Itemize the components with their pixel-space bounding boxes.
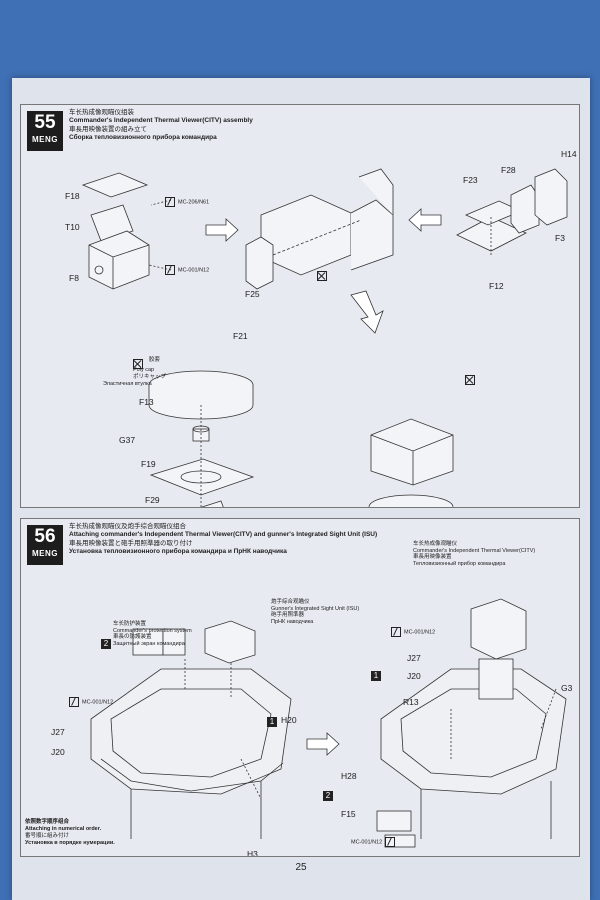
- brand-logo: MENG: [32, 549, 58, 558]
- part-label-g3: G3: [561, 683, 573, 693]
- isu-jp: 砲手用照準器: [271, 612, 305, 618]
- polycap-en: Poly cap: [133, 367, 155, 373]
- step-55-badge: 55 MENG: [27, 111, 63, 151]
- step-56-drawing: [90, 598, 567, 848]
- isu-ru: ПрНК наводчика: [271, 618, 314, 625]
- part-label-f29: F29: [145, 495, 160, 505]
- tool-icon: [385, 837, 396, 847]
- no-glue-icon: [317, 271, 327, 281]
- part-label-f15: F15: [341, 809, 356, 819]
- title-cn: 车长热成像观瞄仪组装: [69, 109, 134, 116]
- part-label-f13: F13: [139, 397, 154, 407]
- title-cn: 车长热成像观瞄仪及炮手综合观瞄仪组合: [69, 523, 186, 530]
- tool-mc206: MC-206/N61: [165, 197, 209, 207]
- title-jp: 車長用映像装置の組み立て: [69, 125, 147, 133]
- tool-mc001-b: MC-001/N12: [391, 627, 435, 637]
- step-number: 56: [34, 526, 56, 547]
- part-label-f21: F21: [233, 331, 248, 341]
- protection-label: 车长防护装置 Commander's protection system 車長の…: [113, 621, 192, 647]
- title-ru: Сборка тепловизионного прибора командира: [69, 134, 217, 142]
- part-f18-plate: [81, 172, 149, 198]
- part-label-j20-b: J20: [407, 671, 421, 681]
- title-en: Attaching commander's Independent Therma…: [69, 531, 378, 539]
- part-label-h14: H14: [561, 149, 577, 159]
- polycap-cn: 胶套: [149, 357, 161, 363]
- no-glue-icon: [465, 375, 475, 385]
- isu-label: 炮手综合观瞄仪 Gunner's Integrated Sight Unit (…: [271, 599, 359, 625]
- part-label-f28: F28: [501, 165, 516, 175]
- polycap-jp: ポリキャップ: [133, 374, 167, 380]
- step-56-titles: 车长热成像观瞄仪及炮手综合观瞄仪组合 Attaching commander's…: [69, 523, 377, 557]
- step-55-panel: 55 MENG 车长热成像观瞄仪组装 Commander's Independe…: [20, 104, 580, 508]
- step-55-drawing: [81, 168, 568, 507]
- step-56-badge: 56 MENG: [27, 525, 63, 565]
- part-label-h3: H3: [247, 849, 258, 857]
- protection-en: Commander's protection system: [113, 627, 192, 634]
- citv-label: 车长热成像观瞄仪 Commander's Independent Thermal…: [413, 541, 535, 567]
- tool-label: MC-206/N61: [178, 199, 210, 206]
- part-f8-box: [88, 230, 150, 290]
- part-label-f23: F23: [463, 175, 478, 185]
- part-label-f18: F18: [65, 191, 80, 201]
- part-label-f8: F8: [69, 273, 79, 283]
- legend-en: Attaching in numerical order.: [25, 826, 102, 832]
- title-jp: 車長用映像装置と砲手用照準器の取り付け: [69, 539, 193, 547]
- part-label-j27-b: J27: [407, 653, 421, 663]
- citv-ru: Тепловизионный прибор командира: [413, 560, 506, 567]
- citv-en: Commander's Independent Thermal Viewer(C…: [413, 547, 536, 554]
- order-number: 2: [323, 791, 333, 801]
- tool-icon: [69, 697, 79, 707]
- citv-cn: 车长热成像观瞄仪: [413, 541, 458, 547]
- no-glue-icon: [133, 359, 143, 369]
- citv-jp: 車長用映像装置: [413, 554, 452, 560]
- part-label-j27: J27: [51, 727, 65, 737]
- part-label-r13: R13: [403, 697, 419, 707]
- part-label-f3: F3: [555, 233, 565, 243]
- step-number: 55: [34, 112, 56, 133]
- title-en: Commander's Independent Thermal Viewer(C…: [69, 117, 253, 125]
- part-label-h20: H20: [281, 715, 297, 725]
- part-label-t10: T10: [65, 222, 80, 232]
- instruction-page: 55 MENG 车长热成像观瞄仪组装 Commander's Independe…: [12, 78, 590, 900]
- legend-ru: Установка в порядке нумерации.: [25, 840, 115, 846]
- part-label-j20: J20: [51, 747, 65, 757]
- polycap-ru: Эластичная втулка: [103, 381, 152, 387]
- tool-icon: [165, 265, 175, 275]
- tool-icon: [165, 197, 175, 207]
- brand-logo: MENG: [32, 135, 58, 144]
- step-55-titles: 车长热成像观瞄仪组装 Commander's Independent Therm…: [69, 109, 253, 143]
- part-label-f12: F12: [489, 281, 504, 291]
- step-56-panel: 56 MENG 车长热成像观瞄仪及炮手综合观瞄仪组合 Attaching com…: [20, 518, 580, 857]
- part-label-h28: H28: [341, 771, 357, 781]
- legend-jp: 番号順に組み付け: [25, 833, 70, 839]
- part-t10-plate: [90, 204, 134, 242]
- tool-mc001: MC-001/N12: [165, 265, 209, 275]
- protection-cn: 车长防护装置: [113, 621, 147, 627]
- tool-icon: [391, 627, 401, 637]
- tool-label: MC-001/N12: [404, 629, 436, 636]
- tool-label: MC-001/N12: [82, 699, 114, 706]
- isu-cn: 炮手综合观瞄仪: [271, 599, 310, 605]
- part-label-f25: F25: [245, 289, 260, 299]
- legend-cn: 依照数字顺序组合: [25, 819, 70, 825]
- page-number: 25: [295, 862, 307, 873]
- part-label-f19: F19: [141, 459, 156, 469]
- order-number: 1: [267, 717, 277, 727]
- tool-mc001-c: MC-001/N12: [351, 837, 398, 847]
- protection-jp: 車長の防護装置: [113, 634, 152, 640]
- isu-en: Gunner's Integrated Sight Unit (ISU): [271, 605, 360, 612]
- part-label-g37: G37: [119, 435, 136, 445]
- tool-label: MC-001/N12: [178, 267, 210, 274]
- protection-ru: Защитный экран командира: [113, 640, 185, 647]
- tool-label: MC-001/N12: [351, 839, 383, 846]
- order-number: 1: [371, 671, 381, 681]
- title-ru: Установка тепловизионного прибора команд…: [69, 548, 287, 556]
- legend: 依照数字顺序组合 Attaching in numerical order. 番…: [25, 819, 115, 847]
- tool-mc001-a: MC-001/N12: [69, 697, 113, 707]
- order-number: 2: [101, 639, 111, 649]
